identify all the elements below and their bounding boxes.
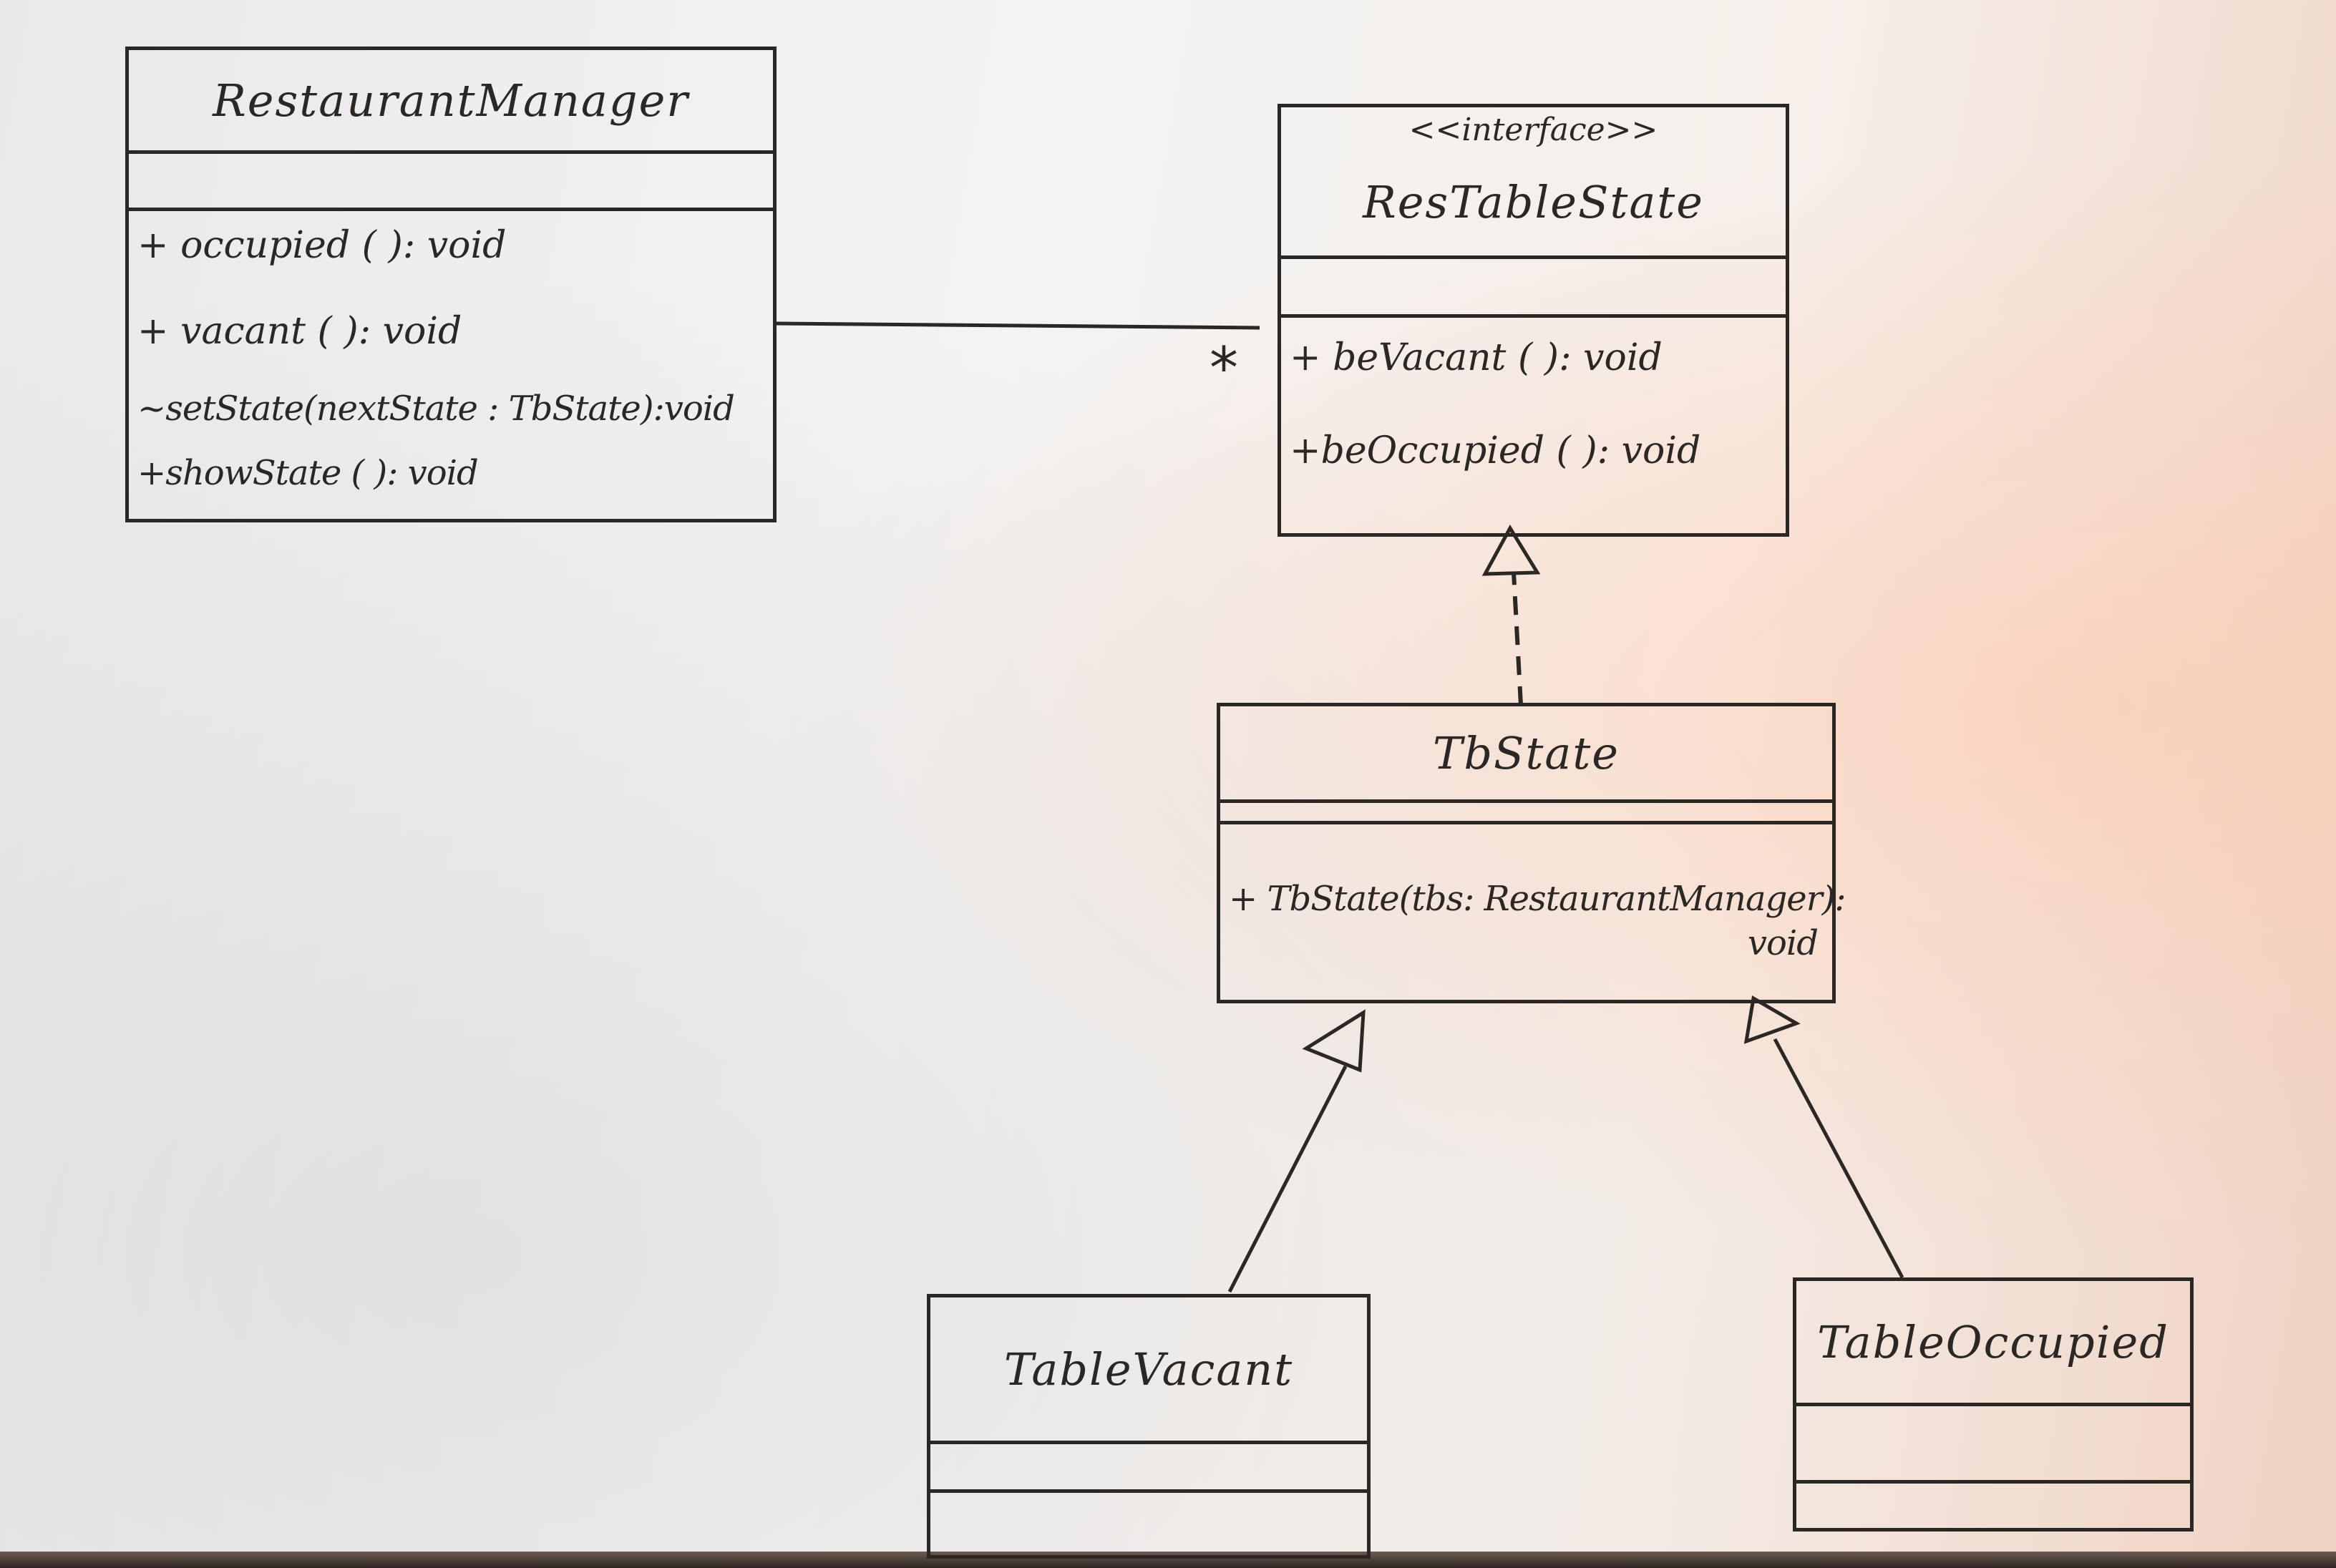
attributes-compartment	[129, 150, 773, 208]
class-table-vacant[interactable]: TableVacant	[927, 1294, 1371, 1559]
operations-compartment: + TbState(tbs: RestaurantManager): void	[1220, 821, 1846, 963]
class-name: RestaurantManager	[213, 74, 689, 127]
attributes-compartment	[1281, 255, 1786, 314]
operations-compartment: + beVacant ( ): void +beOccupied ( ): vo…	[1281, 314, 1786, 469]
attributes-compartment	[1796, 1403, 2190, 1480]
generalization-line-vacant	[1227, 1065, 1348, 1293]
association-line	[776, 321, 1260, 330]
class-tb-state[interactable]: TbState + TbState(tbs: RestaurantManager…	[1217, 703, 1846, 1003]
realization-line	[1512, 572, 1523, 706]
attributes-compartment	[930, 1441, 1367, 1489]
operation-continuation: void	[1747, 923, 1819, 963]
operation: + TbState(tbs: RestaurantManager):	[1229, 879, 1846, 919]
generalization-line-occupied	[1773, 1038, 1904, 1279]
class-name: ResTableState	[1363, 175, 1704, 228]
class-table-occupied[interactable]: TableOccupied	[1793, 1277, 2194, 1532]
stereotype-label: <<interface>>	[1408, 112, 1658, 148]
attributes-compartment	[1220, 799, 1832, 821]
generalization-arrowhead-vacant	[1302, 1009, 1366, 1073]
operation: + occupied ( ): void	[137, 224, 507, 267]
class-name: TableOccupied	[1817, 1315, 2169, 1368]
generalization-arrowhead-occupied	[1743, 995, 1801, 1044]
operations-compartment	[1796, 1480, 2190, 1484]
class-restaurant-manager[interactable]: RestaurantManager + occupied ( ): void +…	[125, 47, 777, 522]
class-name: TbState	[1432, 726, 1620, 779]
realization-arrowhead	[1481, 525, 1541, 576]
operations-compartment: + occupied ( ): void + vacant ( ): void …	[129, 208, 773, 490]
operation: + beVacant ( ): void	[1290, 336, 1663, 379]
association-multiplicity: *	[1210, 335, 1238, 401]
table-edge	[0, 1552, 2336, 1568]
class-name: TableVacant	[1003, 1343, 1294, 1396]
operation: + vacant ( ): void	[137, 310, 462, 353]
operation: +showState ( ): void	[137, 453, 479, 493]
operation: +beOccupied ( ): void	[1290, 429, 1701, 472]
operation: ~setState(nextState : TbState):void	[137, 389, 735, 429]
class-res-table-state[interactable]: <<interface>> ResTableState + beVacant (…	[1278, 104, 1789, 537]
operations-compartment	[930, 1489, 1367, 1493]
